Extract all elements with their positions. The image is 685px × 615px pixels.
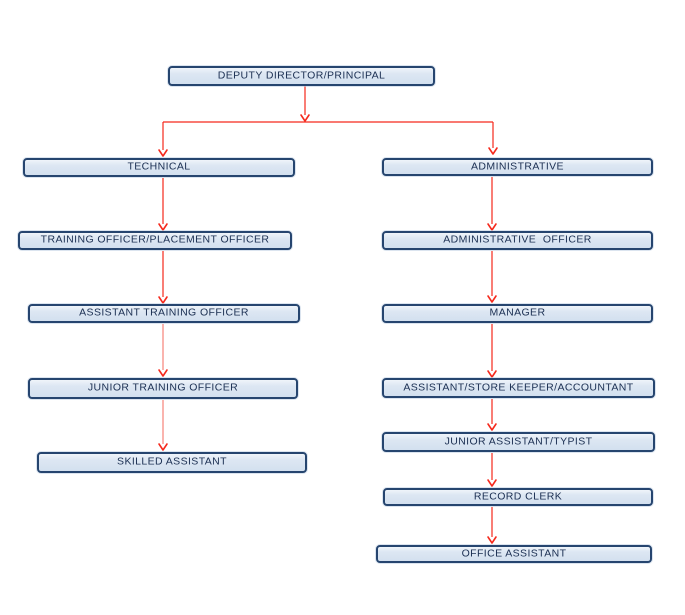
org-node-label: TECHNICAL <box>127 160 191 173</box>
org-node-label: TRAINING OFFICER/PLACEMENT OFFICER <box>40 233 270 246</box>
connector-technical-to-training-officer <box>158 178 168 231</box>
org-node-administrative-officer: ADMINISTRATIVE OFFICER <box>382 231 653 250</box>
connector-record-clerk-to-office-assistant <box>487 507 497 544</box>
org-node-training-officer-placement-officer: TRAINING OFFICER/PLACEMENT OFFICER <box>18 231 292 250</box>
connector-junior-training-to-skilled-assistant <box>158 400 168 451</box>
org-node-technical: TECHNICAL <box>23 158 295 177</box>
org-node-label: JUNIOR ASSISTANT/TYPIST <box>444 435 593 448</box>
org-node-label: JUNIOR TRAINING OFFICER <box>87 381 239 394</box>
org-node-label: ASSISTANT/STORE KEEPER/ACCOUNTANT <box>403 381 634 394</box>
org-node-assistant-training-officer: ASSISTANT TRAINING OFFICER <box>28 304 300 323</box>
org-node-record-clerk: RECORD CLERK <box>383 488 653 506</box>
connector-bar-to-technical <box>158 122 168 157</box>
connector-administrative-to-administrative-officer <box>487 177 497 231</box>
org-node-office-assistant: OFFICE ASSISTANT <box>376 545 652 563</box>
org-node-junior-assistant-typist: JUNIOR ASSISTANT/TYPIST <box>382 432 655 452</box>
org-node-label: OFFICE ASSISTANT <box>461 547 567 560</box>
connector-bar-to-administrative <box>488 122 498 155</box>
org-node-label: MANAGER <box>489 306 546 319</box>
org-node-administrative: ADMINISTRATIVE <box>382 158 653 176</box>
org-node-label: ADMINISTRATIVE <box>471 160 564 173</box>
connector-training-officer-to-assistant-training <box>158 251 168 304</box>
org-node-junior-training-officer: JUNIOR TRAINING OFFICER <box>28 378 298 399</box>
org-node-deputy-director-principal: DEPUTY DIRECTOR/PRINCIPAL <box>168 66 435 86</box>
org-node-skilled-assistant: SKILLED ASSISTANT <box>37 452 307 473</box>
org-node-assistant-store-keeper-accountant: ASSISTANT/STORE KEEPER/ACCOUNTANT <box>382 378 655 398</box>
connector-assistant-training-to-junior-training <box>158 324 168 377</box>
connector-junior-assistant-to-record-clerk <box>487 453 497 487</box>
org-node-label: DEPUTY DIRECTOR/PRINCIPAL <box>217 69 386 82</box>
org-node-label: ASSISTANT TRAINING OFFICER <box>79 306 249 319</box>
org-node-label: RECORD CLERK <box>473 490 563 503</box>
connector-assistant-store-keeper-to-junior-assistant <box>487 399 497 431</box>
connector-manager-to-assistant-store-keeper <box>487 324 497 378</box>
connector-root-to-branch-bar <box>300 86 310 122</box>
org-node-label: SKILLED ASSISTANT <box>117 455 227 468</box>
connector-administrative-officer-to-manager <box>487 251 497 303</box>
org-node-label: ADMINISTRATIVE OFFICER <box>443 233 592 246</box>
org-node-manager: MANAGER <box>382 304 653 323</box>
